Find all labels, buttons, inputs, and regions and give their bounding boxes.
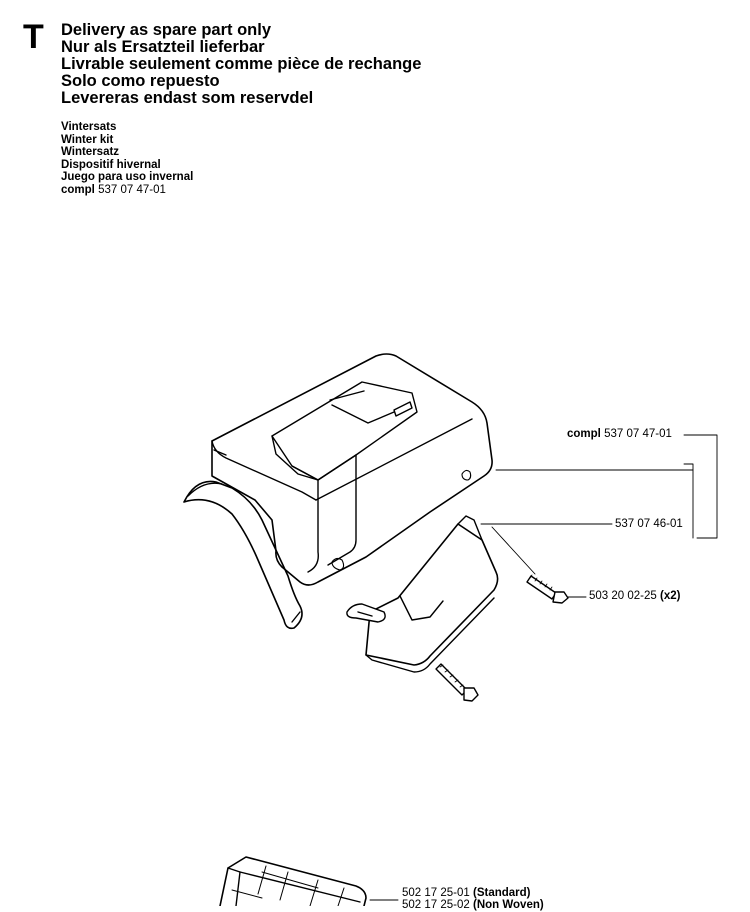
kit-compl-label: compl [61,183,95,196]
kit-part-number: compl 537 07 47-01 [61,184,193,197]
intake-cover-icon [346,515,499,673]
callout-filter-nonwoven-type: (Non Woven) [473,899,544,911]
screw-lower-icon [435,663,479,702]
callout-screw: 503 20 02-25 (x2) [589,590,680,603]
spare-part-notice: Delivery as spare part only Nur als Ersa… [61,22,421,107]
callout-cover-number: 537 07 46-01 [615,518,683,530]
screw-upper-icon [526,574,569,604]
callout-filter-standard-number: 502 17 25-01 [402,887,470,899]
kit-compl-number: 537 07 47-01 [98,183,166,196]
callout-filter-standard: 502 17 25-01 (Standard) [402,887,531,900]
callout-filter-nonwoven-number: 502 17 25-02 [402,899,470,911]
callout-filter-standard-type: (Standard) [473,887,531,899]
notice-line-de: Nur als Ersatzteil lieferbar [61,38,265,56]
callout-kit-compl-label: compl [567,428,601,440]
kit-name-de: Wintersatz [61,146,120,159]
callout-kit-complete: compl 537 07 47-01 [567,428,672,441]
notice-line-es: Solo como repuesto [61,72,220,90]
callout-leaders [369,434,718,901]
callout-kit-number: 537 07 47-01 [604,428,672,440]
callout-cover: 537 07 46-01 [615,518,683,531]
winter-kit-cover-icon [183,353,493,630]
notice-line-en: Delivery as spare part only [61,21,272,39]
kit-name-fr: Dispositif hivernal [61,158,161,171]
kit-name-sv: Vintersats [61,121,117,133]
section-letter: T [23,18,44,56]
callout-screw-qty: (x2) [660,590,681,602]
notice-line-sv: Levereras endast som reservdel [61,89,314,107]
callout-screw-number: 503 20 02-25 [589,590,657,602]
air-filter-icon [219,856,367,906]
kit-name-es: Juego para uso invernal [61,171,194,184]
notice-line-fr: Livrable seulement comme pièce de rechan… [61,55,422,73]
kit-name-en: Winter kit [61,133,114,146]
kit-names: Vintersats Winter kit Wintersatz Disposi… [61,121,193,197]
